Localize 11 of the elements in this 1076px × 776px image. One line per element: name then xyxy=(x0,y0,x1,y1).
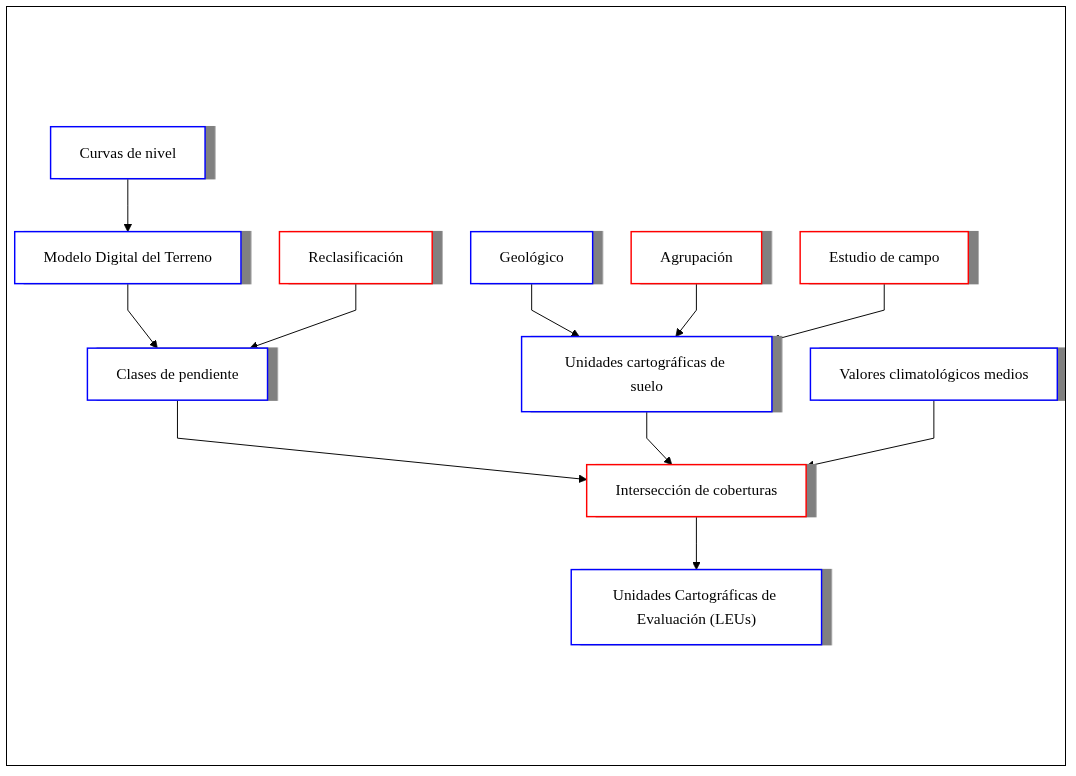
node-box: Unidades cartográficas de suelo xyxy=(520,336,773,413)
node-box: Valores climatológicos medios xyxy=(809,347,1058,402)
node-box: Estudio de campo xyxy=(799,231,969,285)
node-box: Agrupación xyxy=(630,231,763,285)
node-box: Intersección de coberturas xyxy=(585,464,807,518)
node-box: Unidades Cartográficas de Evaluación (LEUs) xyxy=(570,569,823,646)
node-box: Modelo Digital del Terreno xyxy=(13,231,242,285)
node-box: Curvas de nivel xyxy=(49,126,206,180)
node-box: Geológico xyxy=(469,231,594,285)
node-box: Clases de pendiente xyxy=(86,347,269,402)
node-box: Reclasificación xyxy=(278,231,433,285)
